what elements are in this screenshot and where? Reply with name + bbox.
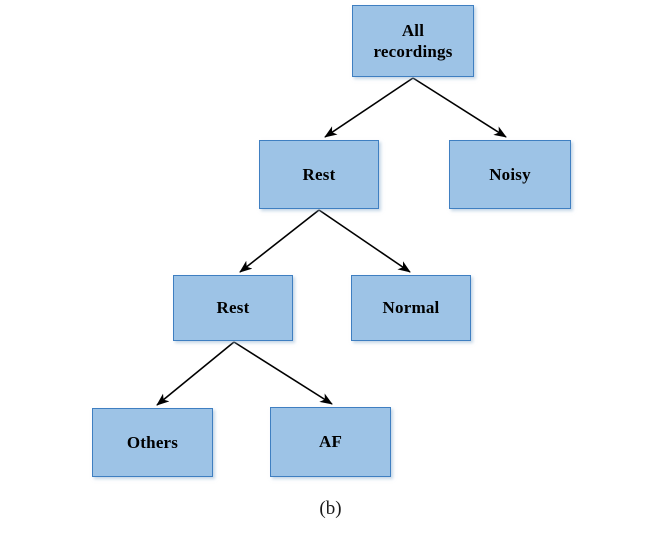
node-label-noisy: Noisy	[489, 164, 531, 184]
node-rest-level2: Rest	[259, 140, 379, 209]
node-label-rest-level2: Rest	[302, 164, 336, 184]
node-label-all-recordings: All recordings	[373, 20, 453, 61]
node-af: AF	[270, 407, 391, 477]
edge-rest-to-rest	[239, 209, 320, 273]
node-label-normal: Normal	[382, 298, 440, 318]
edge-rest-to-others	[156, 341, 235, 406]
edge-rest-to-af	[233, 341, 333, 405]
edge-rest-to-normal	[318, 209, 411, 273]
edge-all-to-noisy	[412, 77, 507, 138]
node-others: Others	[92, 408, 213, 477]
node-label-rest-level3: Rest	[216, 298, 250, 318]
node-label-af: AF	[318, 432, 343, 452]
node-label-others: Others	[126, 432, 179, 452]
node-rest-level3: Rest	[173, 275, 293, 341]
figure-caption: (b)	[319, 498, 342, 519]
node-noisy: Noisy	[449, 140, 571, 209]
node-normal: Normal	[351, 275, 471, 341]
node-all-recordings: All recordings	[352, 5, 474, 77]
edge-all-to-rest	[324, 77, 414, 138]
